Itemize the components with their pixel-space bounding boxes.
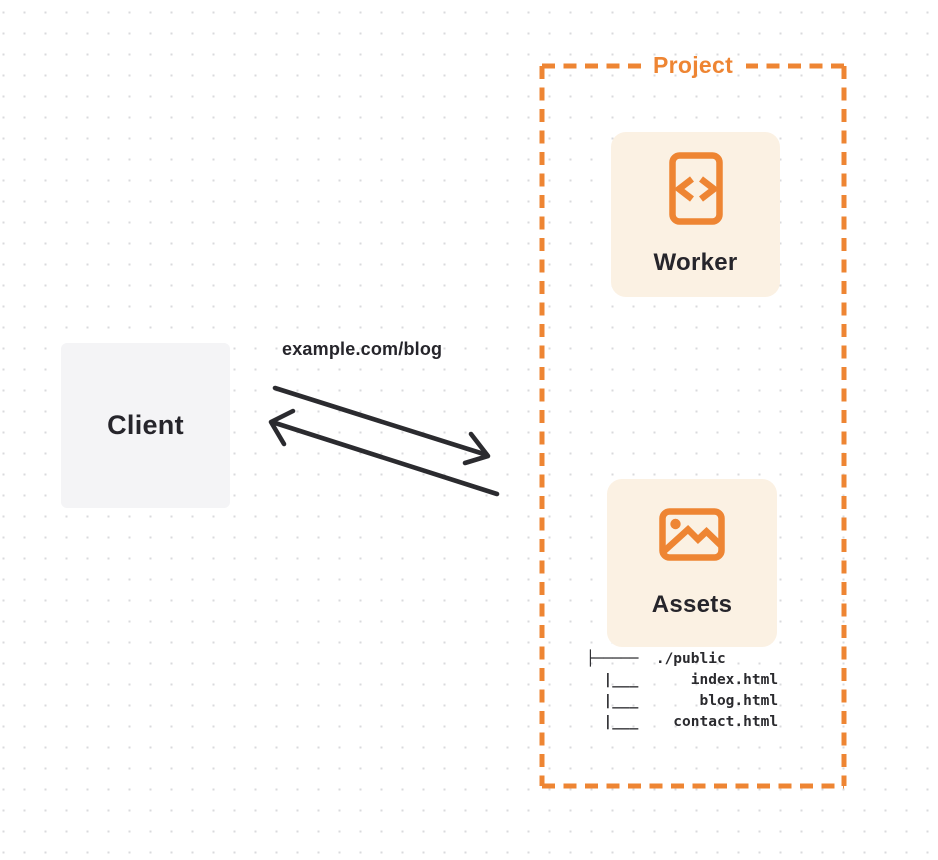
file-tree-line-blog: |___ blog.html	[586, 693, 779, 709]
image-icon	[659, 507, 725, 561]
code-file-icon	[668, 152, 723, 225]
client-label: Client	[107, 410, 184, 440]
assets-node: Assets	[607, 479, 777, 647]
file-tree-line-public: ├───── ./public	[586, 651, 726, 667]
file-tree-line-index: |___ index.html	[586, 672, 779, 688]
project-label: Project	[652, 52, 734, 78]
file-tree-line-contact: |___ contact.html	[586, 714, 779, 730]
file-tree: ├───── ./public |___ index.html |___ blo…	[586, 649, 778, 733]
worker-label: Worker	[653, 249, 738, 276]
worker-node: Worker	[611, 132, 780, 297]
response-arrow	[268, 408, 500, 497]
request-arrow	[272, 385, 491, 466]
client-node: Client	[61, 343, 230, 508]
request-url-label: example.com/blog	[282, 339, 443, 359]
assets-label: Assets	[651, 590, 733, 618]
